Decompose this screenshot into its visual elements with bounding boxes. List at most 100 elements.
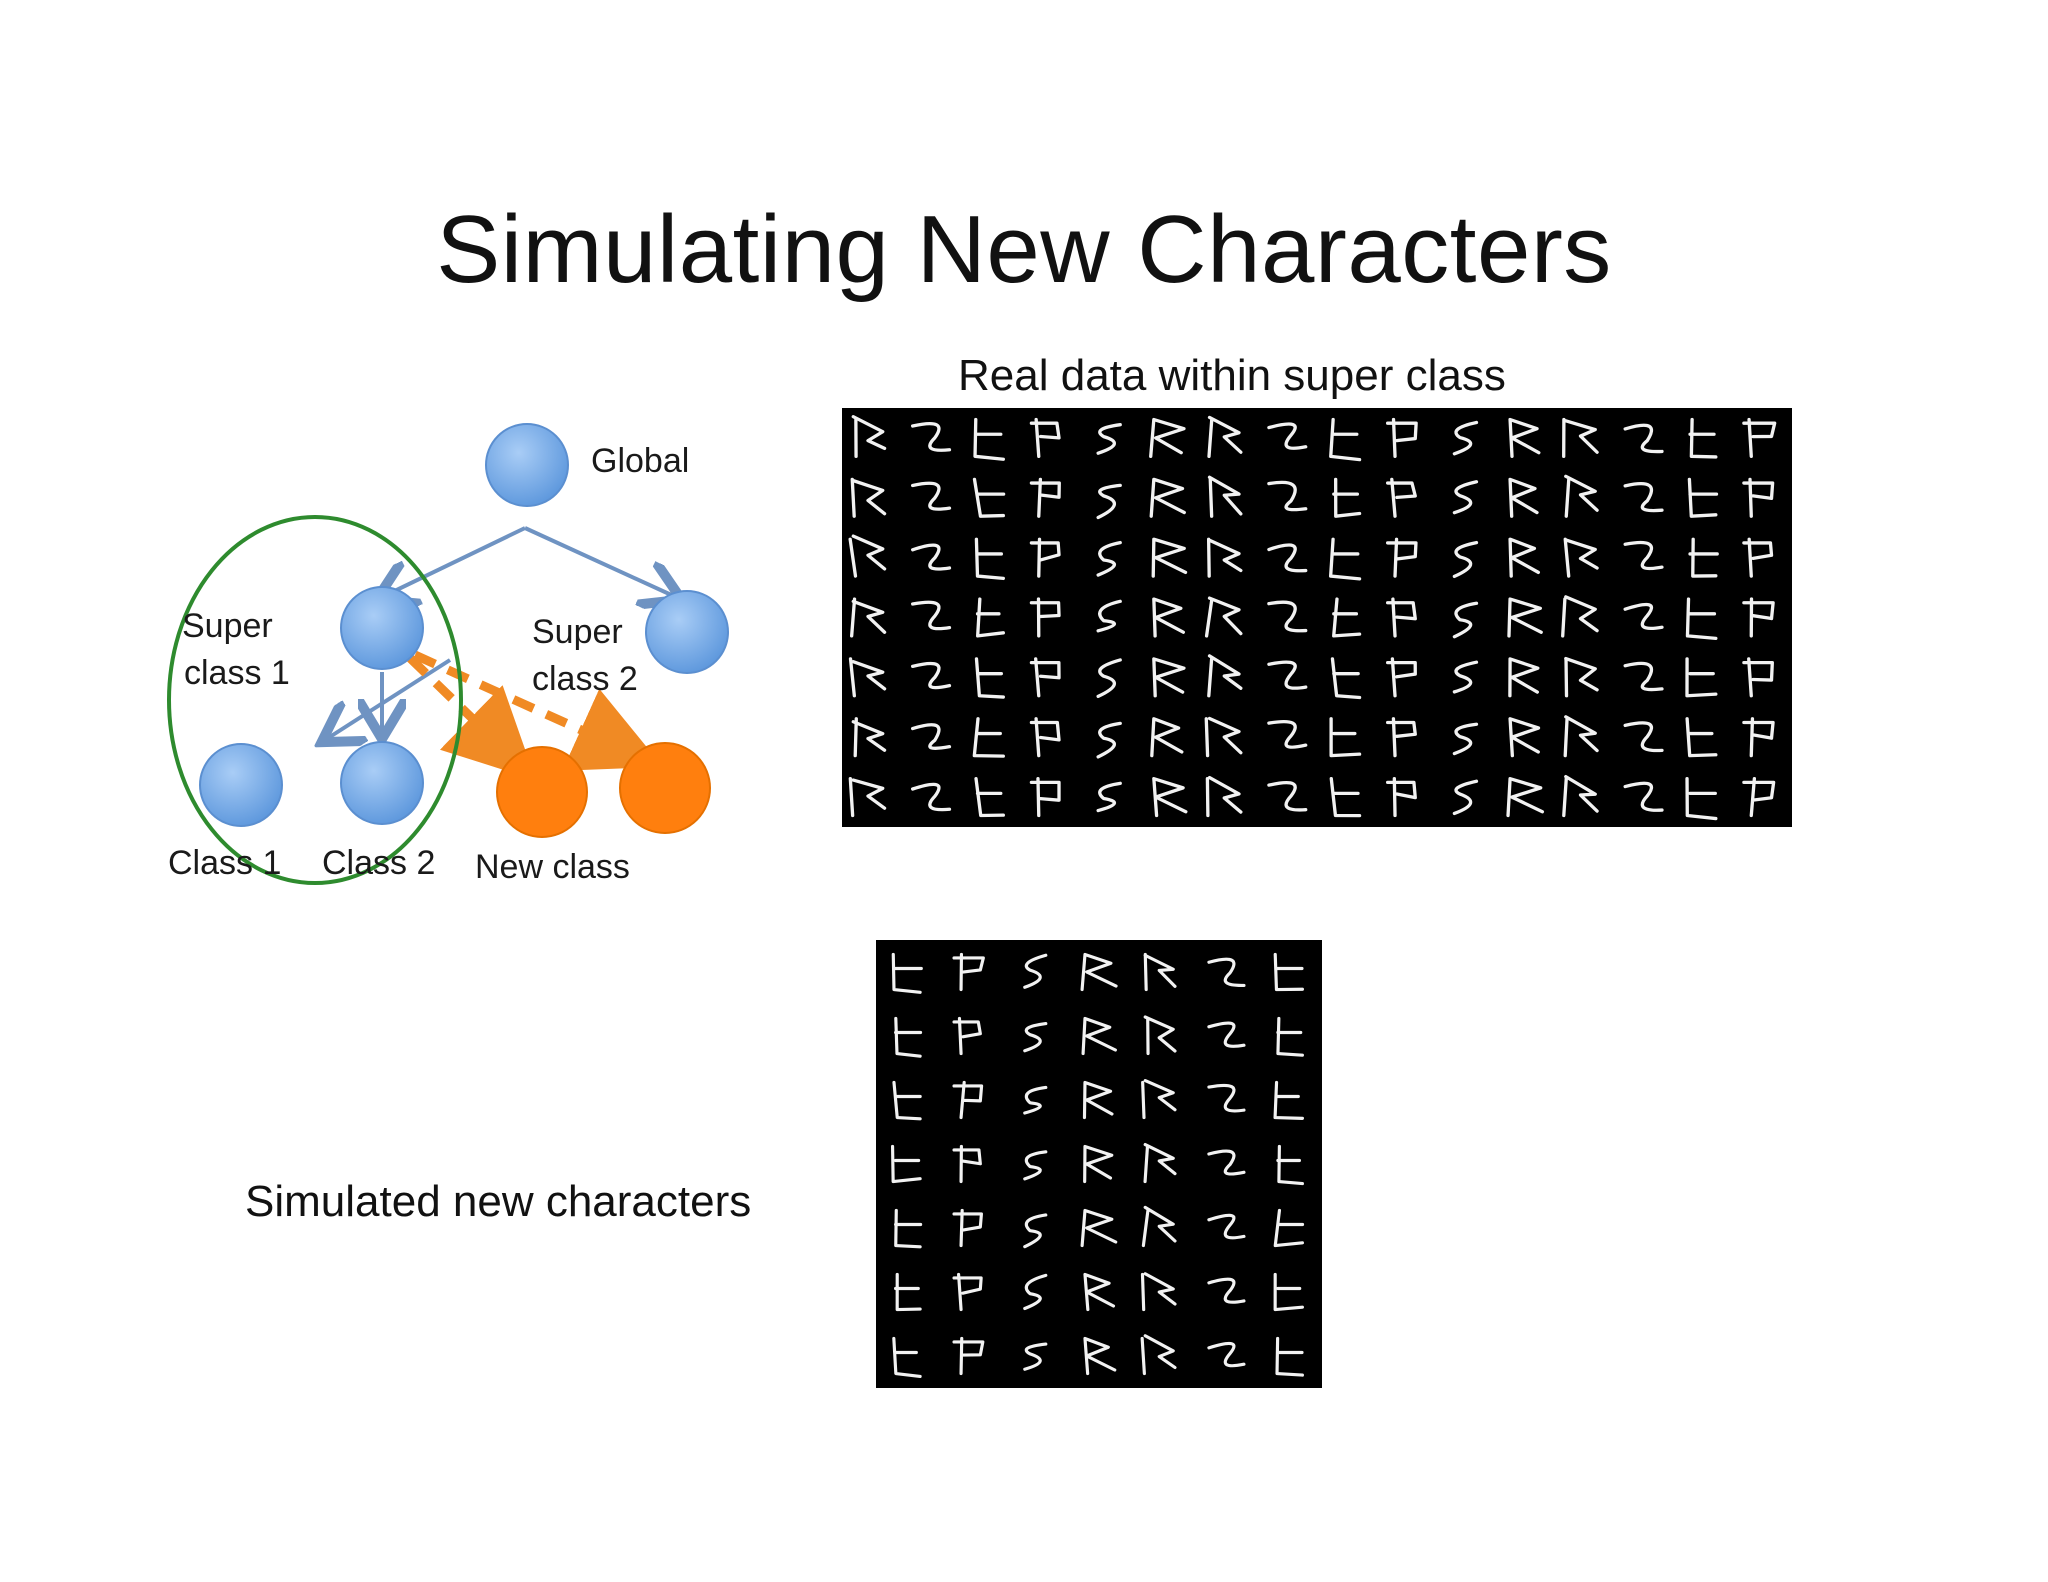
simulated-glyph: [1275, 1336, 1304, 1377]
simulated-glyph: [1023, 1342, 1048, 1371]
simulated-glyph: [1140, 1272, 1177, 1312]
real-glyph: [1029, 657, 1061, 698]
real-glyph: [1742, 537, 1774, 578]
real-glyph: [1508, 717, 1541, 758]
real-glyph: [1029, 477, 1061, 518]
real-glyph: [1029, 417, 1061, 458]
simulated-glyph: [1207, 1213, 1246, 1240]
hierarchy-diagram: [167, 423, 729, 885]
real-glyph: [1029, 537, 1061, 578]
real-glyph: [1623, 661, 1664, 692]
real-glyph: [1330, 657, 1362, 700]
real-glyph: [850, 477, 887, 518]
real-glyph: [1623, 482, 1664, 513]
real-glyph: [1096, 540, 1122, 577]
simulated-glyph: [1207, 1083, 1246, 1113]
simulated-glyph: [894, 1272, 922, 1312]
real-glyph: [1742, 597, 1775, 638]
real-glyph: [848, 657, 887, 698]
simulated-glyph: [1273, 1272, 1304, 1312]
real-glyph: [1561, 595, 1599, 638]
real-glyph: [1508, 537, 1540, 578]
simulated-glyph: [1082, 1080, 1114, 1120]
real-glyph: [1029, 777, 1061, 818]
real-glyph: [1267, 781, 1308, 812]
real-glyph: [1152, 597, 1185, 638]
real-glyph: [1029, 717, 1061, 758]
simulated-glyph: [1207, 1021, 1246, 1048]
real-glyph: [1205, 775, 1243, 818]
real-glyph: [1452, 420, 1479, 456]
real-glyph: [1623, 423, 1664, 454]
simulated-glyph: [890, 1144, 922, 1184]
real-glyph: [1508, 657, 1540, 698]
real-glyph: [910, 723, 952, 750]
real-glyph: [1452, 722, 1479, 756]
real-glyph: [1563, 715, 1599, 758]
simulated-glyph: [1140, 1334, 1177, 1376]
real-glyph: [974, 777, 1005, 818]
real-glyph: [1152, 777, 1188, 818]
label-super-class-2-line2: class 2: [532, 660, 638, 698]
real-glyph: [910, 543, 952, 571]
simulated-glyph: [894, 1208, 923, 1249]
simulated-glyph: [1083, 1272, 1116, 1312]
real-glyph: [1452, 540, 1479, 579]
real-data-glyphs: [848, 415, 1777, 821]
node-class-1: [199, 743, 283, 827]
real-glyph: [1685, 717, 1718, 758]
real-glyph: [1096, 658, 1122, 699]
real-glyph: [1508, 477, 1539, 518]
simulated-glyph: [1273, 952, 1304, 992]
real-glyph: [1452, 601, 1479, 639]
simulated-glyph: [1080, 1208, 1118, 1248]
real-glyph: [1096, 483, 1122, 520]
real-glyph: [1206, 537, 1243, 578]
real-glyph: [1152, 657, 1186, 698]
real-glyph: [1267, 719, 1308, 749]
real-glyph: [1096, 599, 1122, 633]
label-super-class-1-line2: class 1: [184, 654, 290, 692]
super-class-group-outline: [167, 515, 463, 885]
real-glyph: [1204, 716, 1243, 758]
real-glyph: [1508, 417, 1541, 458]
simulated-glyph: [1276, 1016, 1304, 1057]
real-data-caption: Real data within super class: [958, 351, 1506, 400]
real-glyph: [1562, 417, 1599, 458]
simulated-glyph: [1083, 1144, 1114, 1184]
simulated-glyph: [1081, 1016, 1117, 1056]
real-glyph: [1685, 777, 1718, 821]
simulated-glyph: [1080, 952, 1118, 992]
real-glyph: [910, 782, 952, 812]
real-glyph: [1623, 602, 1664, 631]
label-super-class-1-line1: Super: [182, 607, 273, 645]
simulated-glyph: [952, 1144, 982, 1184]
simulated-glyph: [1143, 1142, 1177, 1184]
real-glyph: [1329, 777, 1362, 818]
simulated-glyph: [1143, 1015, 1177, 1056]
real-glyph: [1742, 657, 1774, 698]
real-glyph: [1452, 779, 1479, 816]
real-glyph: [1267, 480, 1308, 512]
label-class-2: Class 2: [322, 844, 436, 882]
node-super-class-2: [645, 590, 729, 674]
real-glyph: [1742, 417, 1777, 458]
edge-super1-newclass-b: [413, 650, 663, 771]
node-global: [485, 423, 569, 507]
simulated-image-grid: [876, 940, 1322, 1388]
simulated-glyphs: [890, 952, 1305, 1378]
simulated-glyph: [952, 1336, 985, 1376]
simulated-glyph: [892, 1080, 922, 1121]
simulated-glyph: [952, 1016, 982, 1056]
real-glyph: [1688, 537, 1719, 578]
real-glyph: [1149, 417, 1186, 458]
real-glyph: [851, 717, 887, 758]
edge-super1-class1: [325, 658, 452, 740]
simulated-glyph: [1207, 957, 1246, 988]
real-glyph: [1742, 717, 1775, 758]
real-glyph: [1207, 415, 1243, 458]
real-glyph: [1564, 656, 1599, 698]
simulated-glyph: [1276, 1144, 1304, 1186]
real-glyph: [910, 661, 952, 690]
